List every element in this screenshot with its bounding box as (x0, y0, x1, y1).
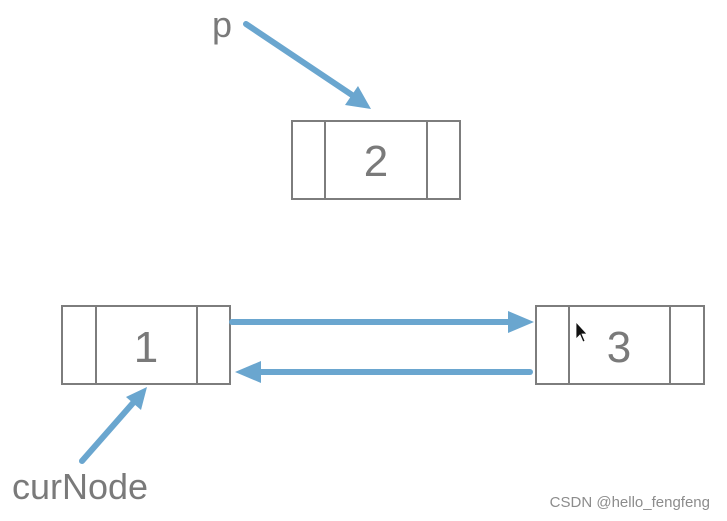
watermark-text: CSDN @hello_fengfeng (550, 494, 710, 511)
node-3-value: 3 (607, 323, 631, 372)
next-arrow-1-to-3 (229, 311, 534, 333)
node-2-value: 2 (364, 137, 388, 186)
pointer-curnode-arrow (79, 400, 136, 464)
node-3-outline (535, 305, 705, 385)
mouse-cursor-icon (575, 320, 588, 343)
node-1-outline (61, 305, 231, 385)
pointer-p-label: p (212, 4, 232, 45)
pointer-curnode: curNode (12, 387, 148, 507)
node-1-value: 1 (134, 323, 158, 372)
pointer-curnode-arrowhead (126, 387, 147, 410)
prev-arrow-3-to-1 (235, 361, 533, 383)
pointer-p: p (212, 4, 371, 109)
pointer-p-arrowhead (345, 86, 371, 109)
pointer-p-arrow (243, 21, 355, 98)
node-1: 1 (61, 305, 231, 385)
node-3: 3 (535, 305, 705, 385)
pointer-curnode-label: curNode (12, 466, 148, 507)
node-2: 2 (291, 120, 461, 200)
node-2-outline (291, 120, 461, 200)
